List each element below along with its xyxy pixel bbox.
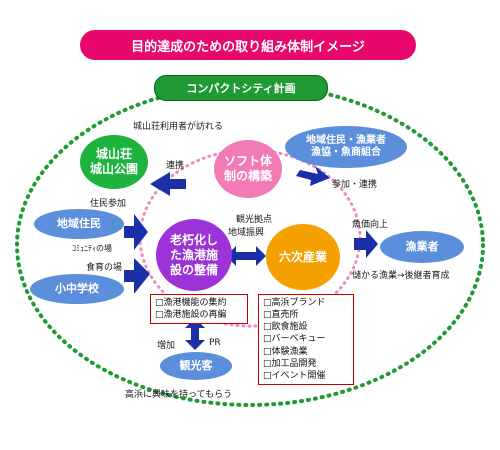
node-residents-line1: 地域住民・漁業者 <box>306 134 386 146</box>
node-software: ソフト体制の構築 <box>214 140 282 198</box>
label-kanko-kyoten: 観光拠点 <box>236 215 273 225</box>
node-aging-line3: 設の整備 <box>169 262 218 277</box>
sixth-item: □イベント開催 <box>263 370 326 381</box>
sixth-item: □直売所 <box>263 310 299 321</box>
node-residents-line2: 漁協・魚商組合 <box>311 147 381 158</box>
node-school: 小中学校 <box>30 274 124 304</box>
arrow-shokuiku <box>124 258 150 294</box>
label-shiroyama-users: 城山荘利用者が訪れる <box>133 122 224 132</box>
node-shiroyama: 城山荘城山公園 <box>80 135 148 189</box>
arrow-jumin-sanka <box>124 214 148 250</box>
compact-city-plan: コンパクトシティ計画 <box>154 75 328 101</box>
label-chiiki-shinko: 地域振興 <box>228 228 265 238</box>
label-gyoka: 魚価向上 <box>352 220 389 230</box>
label-interest: 高浜に興味を持ってもらう <box>125 390 233 400</box>
label-shokuiku: 食育の場 <box>86 263 123 273</box>
facility-list-box: □漁港機能の集約 □漁港施設の再編 <box>150 294 248 325</box>
sixth-item: □高浜ブランド <box>263 298 326 308</box>
node-aging-line1: 老朽化し <box>169 232 218 247</box>
label-pr: PR <box>209 338 221 348</box>
node-software-line1: ソフト体 <box>223 154 272 168</box>
arrow-sanka-renkei <box>296 166 330 186</box>
sixth-item: □体験漁業 <box>263 346 308 357</box>
arrow-double-vertical <box>185 318 205 350</box>
arrow-renkei <box>150 172 186 196</box>
sixth-industry-list-box: □高浜ブランド □直売所 □飲食施設 □バーベキュー □体験漁業 □加工品開発 … <box>258 294 354 385</box>
node-shiroyama-line2: 城山公園 <box>89 162 138 176</box>
node-residents-fishers: 地域住民・漁業者漁協・魚商組合 <box>285 126 407 168</box>
node-aging-line2: た漁港施 <box>169 247 218 262</box>
sixth-item: □バーベキュー <box>263 334 326 345</box>
label-renkei: 連携 <box>166 161 185 171</box>
facility-item: □漁港機能の集約 <box>155 298 227 308</box>
label-sanka-renkei: 参加・連携 <box>332 180 378 190</box>
arrow-double-center <box>226 246 266 266</box>
node-tourists: 観光客 <box>160 352 232 380</box>
title-banner: 目的達成のための取り組み体制イメージ <box>80 30 416 60</box>
label-community: ｺﾐｭﾆﾃｨの場 <box>72 244 112 253</box>
sixth-item: □加工品開発 <box>263 358 317 369</box>
label-jumin-sanka: 住民参加 <box>90 199 127 209</box>
sixth-item: □飲食施設 <box>263 322 308 333</box>
facility-item: □漁港施設の再編 <box>155 310 227 321</box>
label-zouka: 増加 <box>157 341 176 351</box>
node-software-line2: 制の構築 <box>223 169 272 183</box>
node-aging-facilities: 老朽化した漁港施設の整備 <box>156 219 232 291</box>
node-sixth-industry: 六次産業 <box>266 224 340 290</box>
node-fishers: 漁業者 <box>380 231 464 263</box>
arrow-to-fishers <box>354 230 378 258</box>
arrows <box>124 166 378 350</box>
node-shiroyama-line1: 城山荘 <box>95 147 132 161</box>
node-local-residents: 地域住民 <box>34 209 124 239</box>
label-mokaru: 儲かる漁業→後継者育成 <box>352 271 450 281</box>
